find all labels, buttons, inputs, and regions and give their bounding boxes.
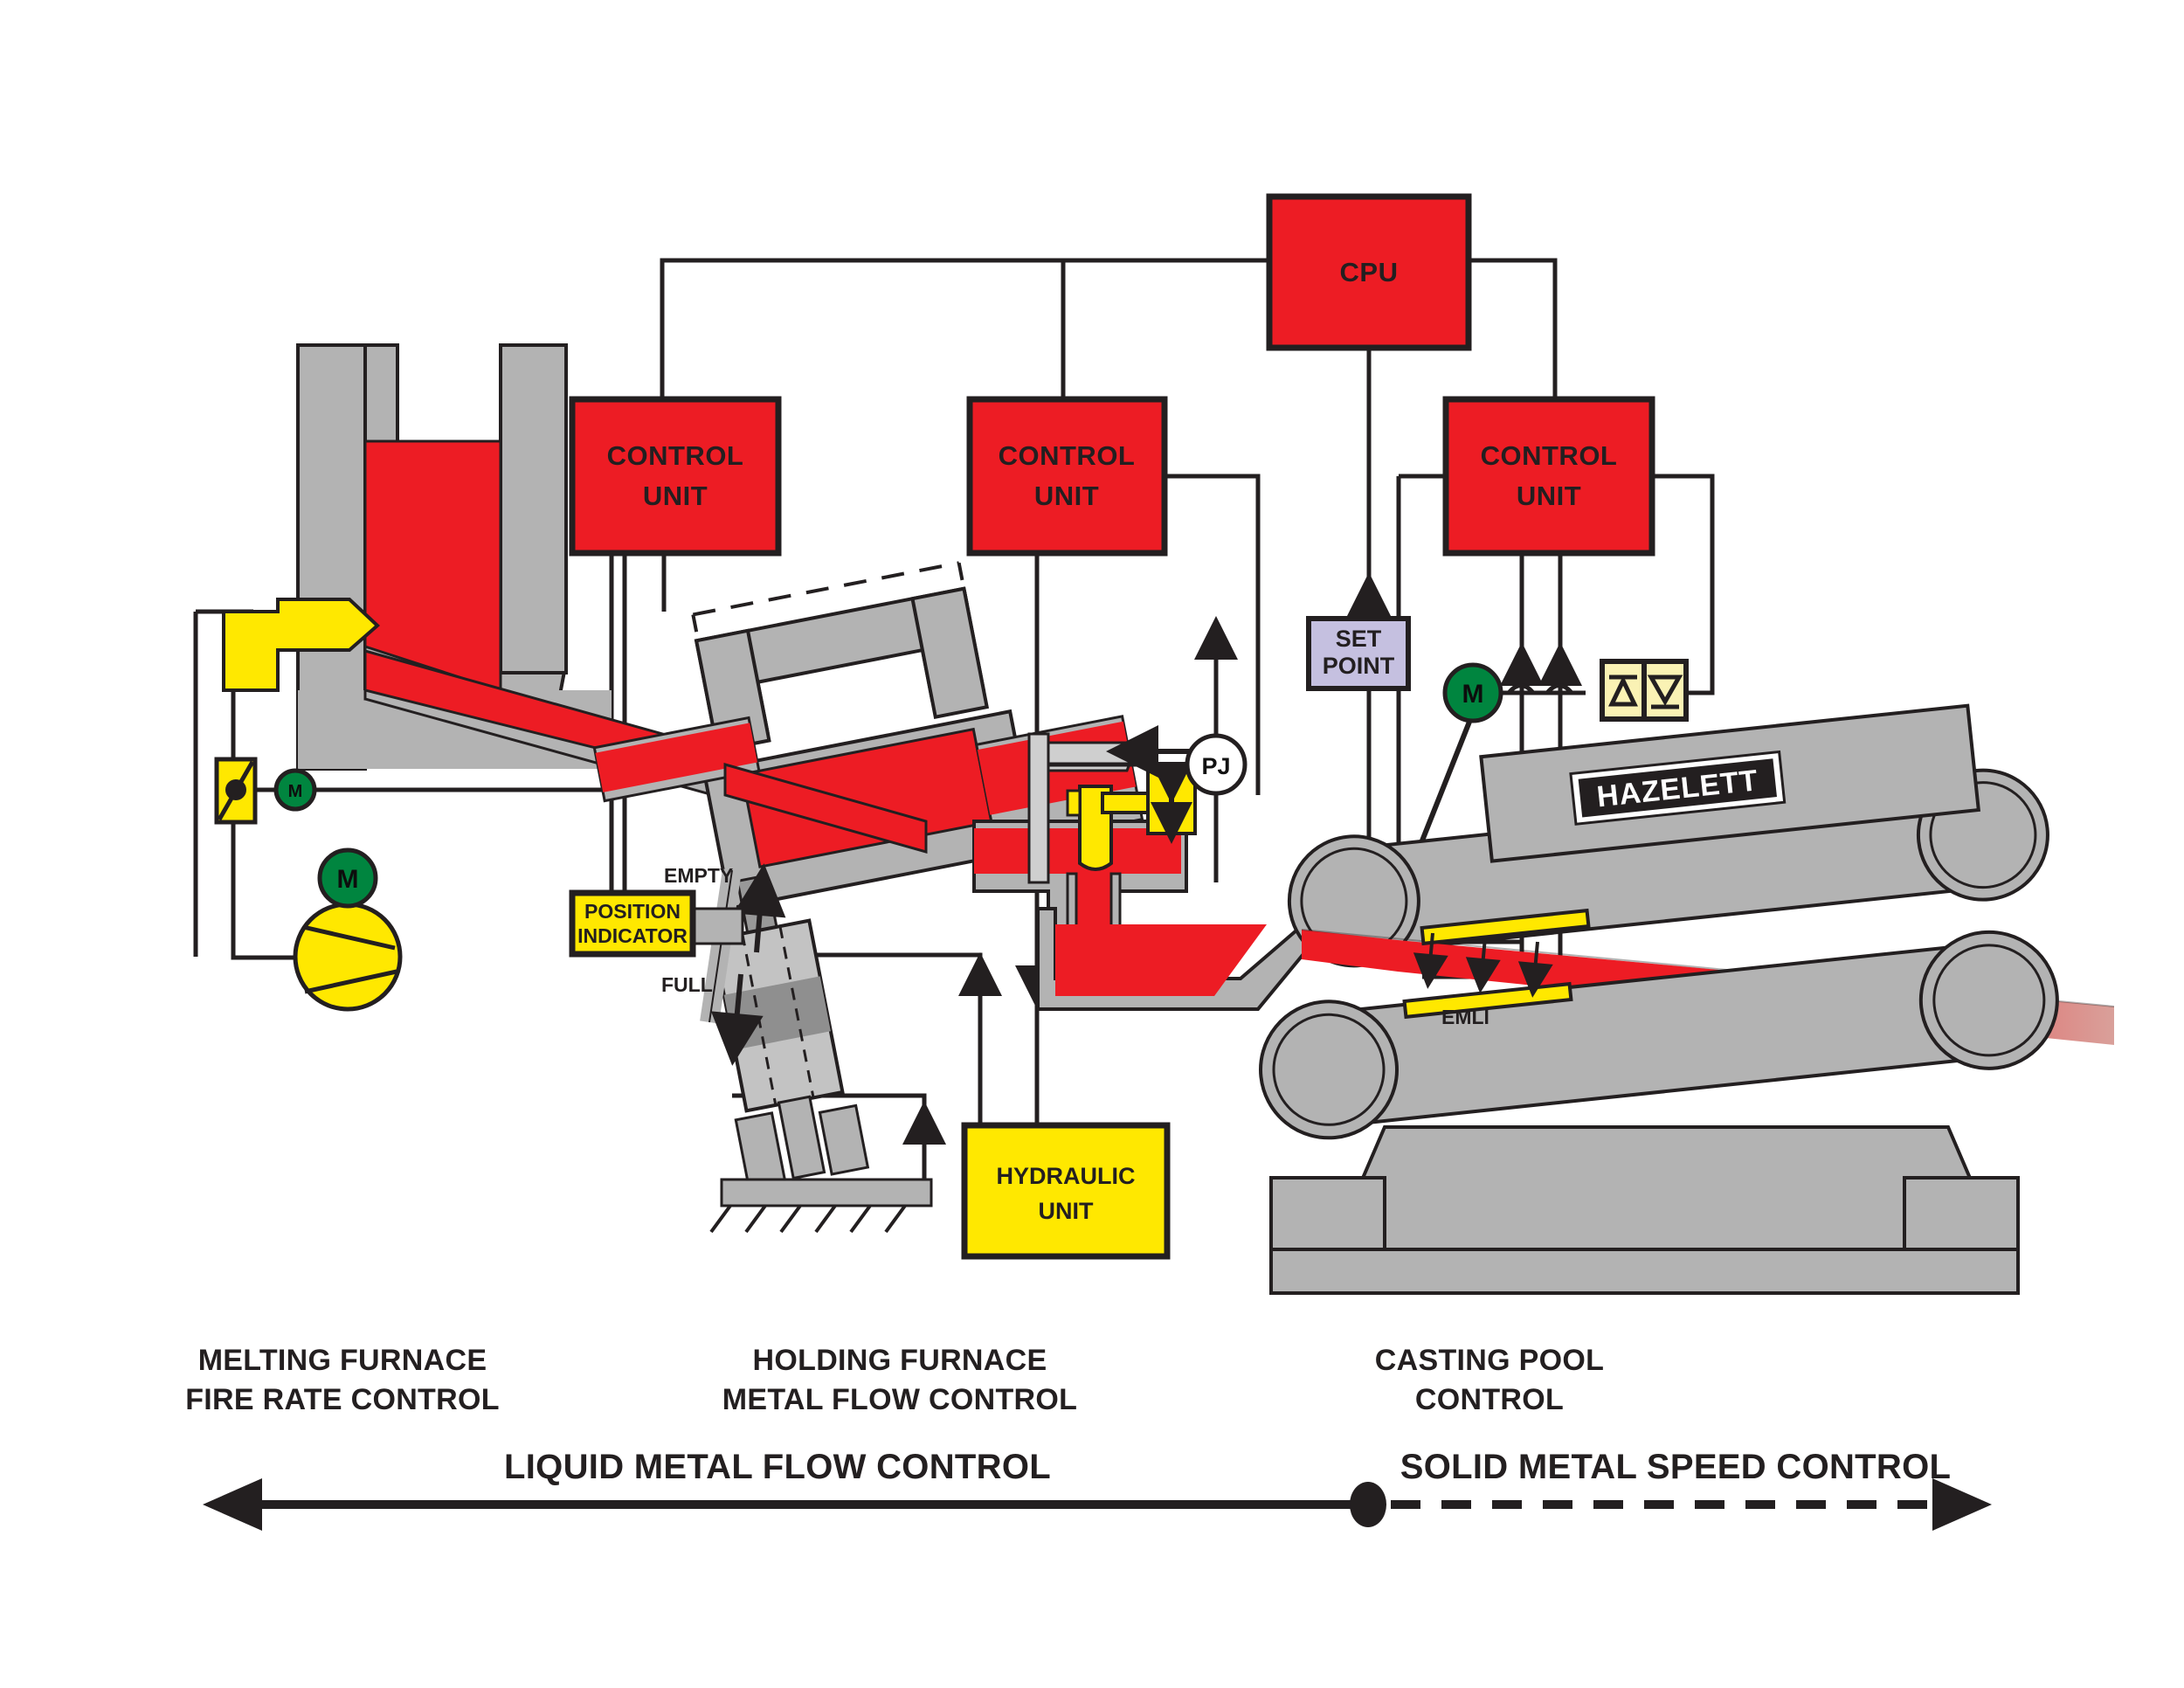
emli-probe-2: [1465, 937, 1501, 993]
hydraulic-unit-label-line2: UNIT: [1039, 1198, 1094, 1224]
emli-probe-3: [1517, 941, 1553, 998]
gas-valve-hub: [225, 779, 246, 800]
position-indicator-label-line2: INDICATOR: [577, 924, 688, 947]
control-range-bands: LIQUID METAL FLOW CONTROL SOLID METAL SP…: [203, 1448, 1992, 1531]
section-captions: MELTING FURNACE FIRE RATE CONTROL HOLDIN…: [185, 1344, 1604, 1416]
control-unit-2-label-line1: CONTROL: [999, 440, 1136, 471]
down-triangle-icon: [1647, 675, 1683, 709]
cpu-label: CPU: [1340, 257, 1399, 287]
empty-label: EMPTY: [664, 864, 733, 887]
control-unit-2[interactable]: CONTROL UNIT: [966, 396, 1168, 557]
wire-triangles-to-cu3: [1615, 474, 1715, 695]
cylinder-mount-right: [818, 1103, 870, 1176]
blower-housing: [293, 902, 403, 1012]
control-unit-1-label-line1: CONTROL: [607, 440, 744, 471]
wire-cpu-to-control-unit-3: [1469, 258, 1558, 399]
hazelett-nameplate: [1578, 758, 1777, 818]
up-trim-box: [1600, 659, 1647, 722]
motor-valve-label: M: [288, 782, 303, 801]
fire-rate-actuators: M M: [214, 757, 403, 1012]
nozzle-linkage-pin: [1066, 789, 1082, 817]
caster-pedestal: [1329, 1125, 2004, 1251]
section-2-line1: HOLDING FURNACE: [753, 1344, 1047, 1377]
indicator-rail-edge: [708, 869, 733, 1023]
motor-icon-blower: [317, 847, 378, 909]
stopper-rod: [1027, 732, 1050, 884]
wire-control-unit-2-to-pj: [1165, 474, 1261, 795]
wire-motor-caster-hop-b: [1545, 683, 1574, 695]
section-2-line2: METAL FLOW CONTROL: [722, 1383, 1077, 1416]
control-unit-1-label-line2: UNIT: [643, 481, 708, 511]
tundish-lower-pool-metal: [1055, 924, 1267, 996]
lower-belt-roller-right-inner: [1932, 944, 2046, 1057]
speed-trim-indicators[interactable]: [1600, 659, 1689, 722]
caster-base-slab: [1269, 1248, 2020, 1295]
set-point-label-line1: SET: [1336, 626, 1382, 652]
motor-blower-label: M: [337, 865, 359, 894]
emli-label: EMLI: [1441, 1006, 1489, 1028]
burner-nozzle: [222, 598, 380, 692]
cylinder-lower-rod: [777, 1095, 826, 1180]
hazelett-caster: HAZELETT M EMLI: [1259, 662, 2115, 1295]
control-unit-3-label-line1: CONTROL: [1481, 440, 1618, 471]
full-label: FULL: [661, 973, 713, 996]
hydraulic-unit-block[interactable]: HYDRAULIC UNIT: [961, 1122, 1171, 1260]
cylinder-dash-right: [778, 925, 815, 1098]
position-indicator-label-line1: POSITION: [584, 900, 681, 923]
pj-label: PJ: [1201, 753, 1230, 779]
caster-hood: HAZELETT: [1479, 703, 1981, 863]
ground-plate: [720, 1178, 933, 1207]
holding-furnace: [592, 561, 1144, 910]
emli-sensor-array: EMLI: [1402, 908, 1591, 1028]
tundish-upper-metal: [974, 828, 1181, 874]
wire-motor-caster-hop-a: [1506, 683, 1536, 695]
holding-furnace-feed-channel: [723, 763, 928, 854]
holding-furnace-inlet-red: [595, 723, 757, 792]
cpu-block[interactable]: CPU: [1266, 193, 1472, 351]
section-1-line2: FIRE RATE CONTROL: [185, 1383, 500, 1416]
wire-cpu-to-control-unit-1: [660, 258, 1269, 399]
band-left-arrowhead: [203, 1478, 262, 1531]
lower-belt-assembly: [1259, 930, 2059, 1140]
emli-upper-bar: [1420, 908, 1591, 946]
control-unit-3-label-line2: UNIT: [1517, 481, 1581, 511]
indicator-arrow-up: [733, 863, 786, 953]
cylinder-ground: [709, 1178, 933, 1234]
set-point-label-line2: POINT: [1323, 653, 1395, 679]
control-unit-1[interactable]: CONTROL UNIT: [569, 396, 782, 557]
emli-probe-1: [1413, 932, 1448, 989]
band-right-arrowhead: [1932, 1478, 1992, 1531]
holding-furnace-lid-dashed: [692, 561, 960, 617]
motor-icon-valve: [273, 768, 317, 812]
emli-probes: [1413, 932, 1553, 998]
up-triangle-icon: [1608, 675, 1638, 707]
ground-hatch-icon: [709, 1204, 907, 1234]
holding-furnace-detail: [723, 763, 928, 854]
band-left-label: LIQUID METAL FLOW CONTROL: [504, 1448, 1051, 1486]
tundish-assembly: PJ: [972, 690, 1332, 1011]
section-1-line1: MELTING FURNACE: [198, 1344, 487, 1377]
motor-caster-label: M: [1462, 680, 1484, 709]
holding-furnace-cover-leg-left: [694, 628, 771, 753]
motor-icon-caster: [1442, 662, 1503, 723]
hydraulic-unit-label-line1: HYDRAULIC: [997, 1163, 1136, 1189]
blower-vane-2: [304, 969, 397, 994]
down-trim-box: [1641, 659, 1689, 722]
section-3-line1: CASTING POOL: [1375, 1344, 1604, 1377]
melting-furnace-shell-right: [499, 343, 568, 675]
position-indicator-block[interactable]: POSITION INDICATOR: [569, 889, 696, 958]
control-unit-2-label-line2: UNIT: [1034, 481, 1099, 511]
set-point-block[interactable]: SET POINT: [1306, 616, 1411, 691]
lower-belt-roller-left-inner: [1272, 1013, 1386, 1126]
control-unit-3[interactable]: CONTROL UNIT: [1442, 396, 1655, 557]
band-right-label: SOLID METAL SPEED CONTROL: [1400, 1448, 1952, 1486]
holding-furnace-lid-dashed-left: [691, 614, 701, 641]
blower-vane-1: [302, 924, 396, 951]
band-center-dot: [1350, 1482, 1386, 1527]
holding-furnace-cover-leg-right: [910, 586, 990, 720]
indicator-arrow-down: [710, 973, 764, 1066]
section-3-line2: CONTROL: [1415, 1383, 1564, 1416]
